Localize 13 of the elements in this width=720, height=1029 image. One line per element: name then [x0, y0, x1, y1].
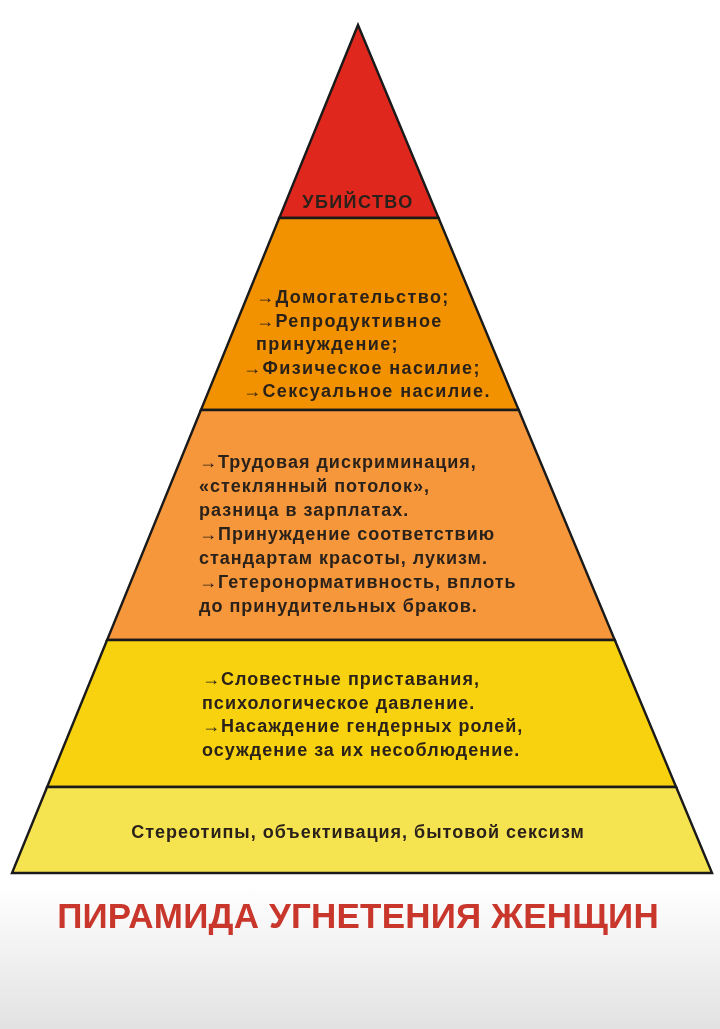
tier-text: →Сексуальное насилие. [243, 380, 492, 403]
tier-text: →Репродуктивное принуждение; [256, 309, 444, 356]
tier-text: Стереотипы, объективация, бытовой сексизм [130, 821, 586, 844]
tier-text: →Физическое насилие; [243, 356, 482, 380]
tier-text: →Принуждение соответствию стандартам красоты, лукизм. [199, 523, 497, 570]
pyramid-tier [8, 783, 717, 877]
tier-text: →Словестные приставания, психологическое давление. [202, 668, 481, 715]
tier-text: →Гетеронормативность, вплоть до принудительных браков. [199, 571, 518, 618]
diagram-title: ПИРАМИДА УГНЕТЕНИЯ ЖЕНЩИН [57, 896, 659, 936]
tier-text: УБИЙСТВО [301, 191, 415, 213]
tier-text: →Трудовая дискриминация, «стеклянный потолок», разница в зарплатах. [199, 451, 478, 522]
tier-text: →Насаждение гендерных ролей, осуждение за их несоблюдение. [202, 715, 525, 762]
tier-text: →Домогательство; [256, 286, 451, 309]
